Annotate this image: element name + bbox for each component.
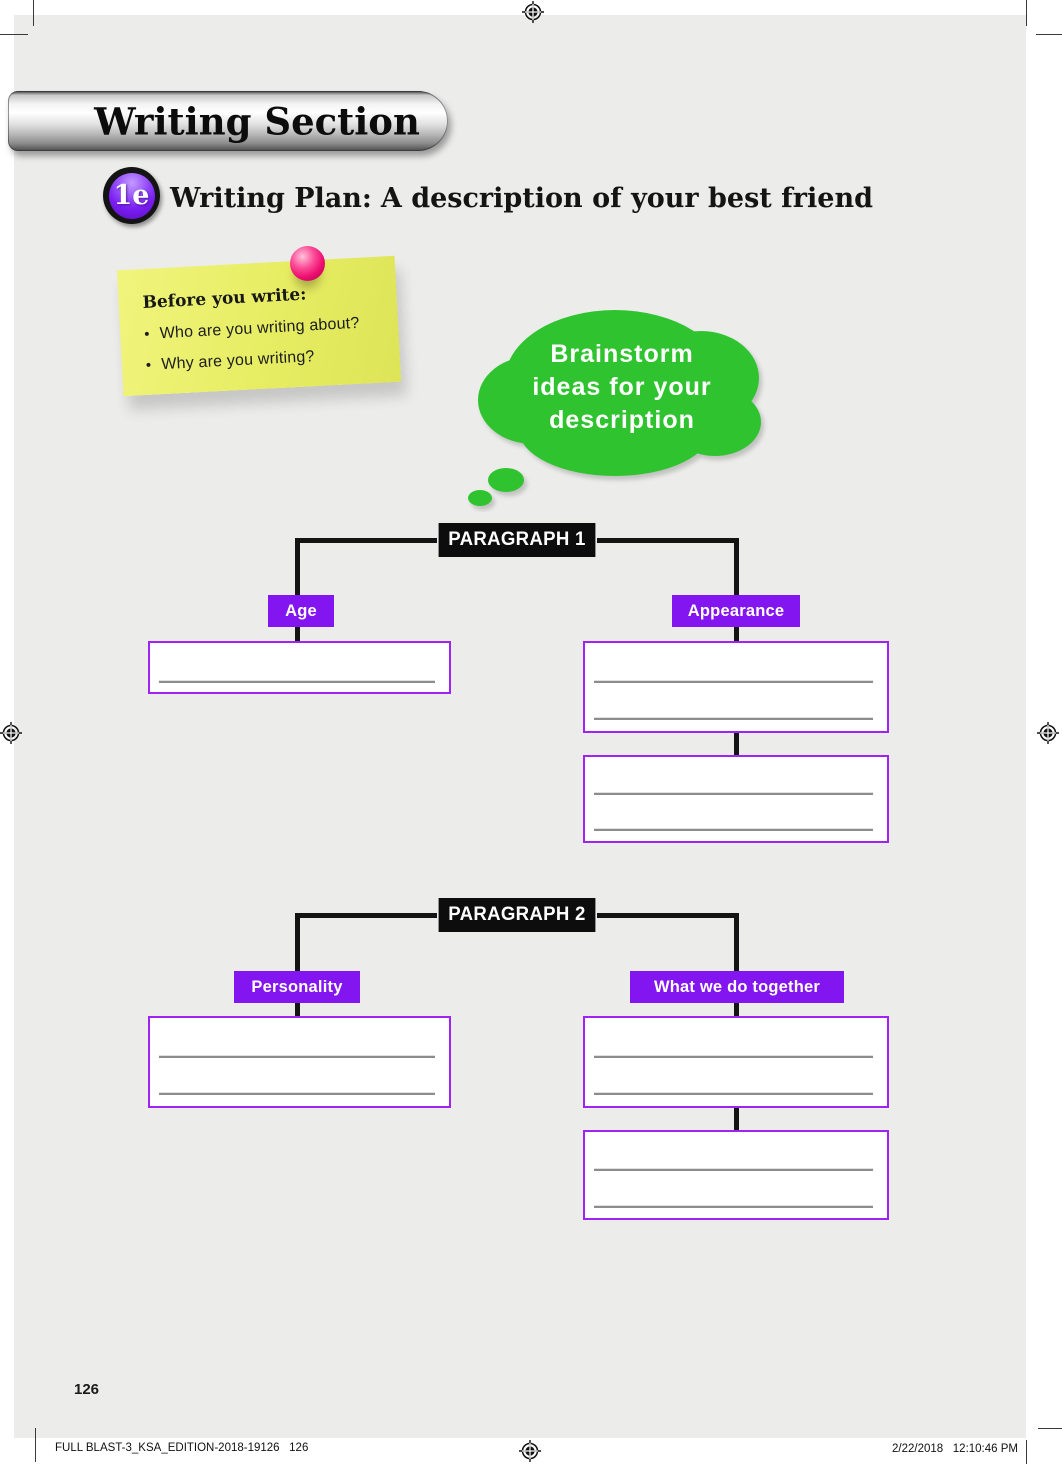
write-line (594, 793, 873, 795)
registration-mark-icon (522, 1, 544, 23)
note-bullet: Who are you writing about? (144, 314, 381, 344)
lesson-badge-label: 1e (108, 172, 155, 219)
connector-line (734, 733, 739, 755)
lesson-title: Writing Plan: A description of your best … (170, 183, 873, 214)
paragraph1-label: PARAGRAPH 1 (438, 523, 596, 557)
connector-line (734, 538, 739, 643)
lesson-title-rest: A description of your best friend (380, 183, 873, 214)
crop-mark (35, 1428, 36, 1462)
footer-imprint: FULL BLAST-3_KSA_EDITION-2018-19126 126 (55, 1442, 309, 1454)
write-line (594, 1056, 873, 1058)
crop-mark (1036, 34, 1062, 35)
push-pin-icon (290, 246, 325, 281)
bubble-line: description (549, 406, 695, 434)
lesson-badge: 1e (103, 167, 160, 224)
answer-box-appearance-2 (583, 755, 889, 843)
crop-mark (1026, 1440, 1027, 1464)
write-line (594, 1169, 873, 1171)
connector-line (734, 913, 739, 1018)
write-line (159, 1093, 435, 1095)
connector-line (297, 538, 437, 543)
answer-box-what-we-do-1 (583, 1016, 889, 1108)
branch-label-age: Age (268, 595, 334, 627)
sticky-note: Before you write: Who are you writing ab… (116, 255, 402, 397)
registration-mark-icon (519, 1440, 541, 1462)
write-line (159, 681, 435, 683)
answer-box-personality (148, 1016, 451, 1108)
connector-line (297, 913, 437, 918)
answer-box-age (148, 641, 451, 694)
crop-mark (1026, 0, 1027, 26)
answer-box-what-we-do-2 (583, 1130, 889, 1220)
connector-line (734, 1108, 739, 1130)
registration-mark-icon (0, 722, 22, 744)
connector-line (295, 913, 300, 1018)
write-line (594, 1093, 873, 1095)
connector-line (295, 538, 300, 643)
note-bullet-list: Who are you writing about? Why are you w… (144, 314, 382, 375)
write-line (159, 1056, 435, 1058)
footer-timestamp: 2/22/2018 12:10:46 PM (892, 1443, 1018, 1455)
branch-label-appearance: Appearance (672, 595, 800, 627)
crop-mark (1038, 1428, 1062, 1429)
registration-mark-icon (1037, 722, 1059, 744)
branch-label-what-we-do-together: What we do together (630, 971, 844, 1003)
write-line (594, 718, 873, 720)
section-header-bar: Writing Section (8, 91, 448, 151)
bubble-line: ideas for your (532, 373, 712, 401)
write-line (594, 1206, 873, 1208)
crop-mark (0, 34, 28, 35)
note-heading: Before you write: (142, 284, 307, 314)
lesson-title-prefix: Writing Plan: (170, 183, 372, 214)
write-line (594, 681, 873, 683)
paragraph2-label: PARAGRAPH 2 (438, 898, 596, 932)
page-number: 126 (74, 1381, 100, 1398)
crop-mark (33, 0, 34, 26)
thought-bubble-text: Brainstorm ideas for your description (497, 338, 747, 437)
answer-box-appearance-1 (583, 641, 889, 733)
branch-label-personality: Personality (234, 971, 360, 1003)
bubble-line: Brainstorm (550, 340, 694, 368)
thought-bubble-icon (468, 310, 761, 506)
connector-line (597, 913, 737, 918)
note-bullet: Why are you writing? (145, 345, 382, 375)
section-title: Writing Section (94, 98, 420, 144)
write-line (594, 829, 873, 831)
connector-line (597, 538, 737, 543)
